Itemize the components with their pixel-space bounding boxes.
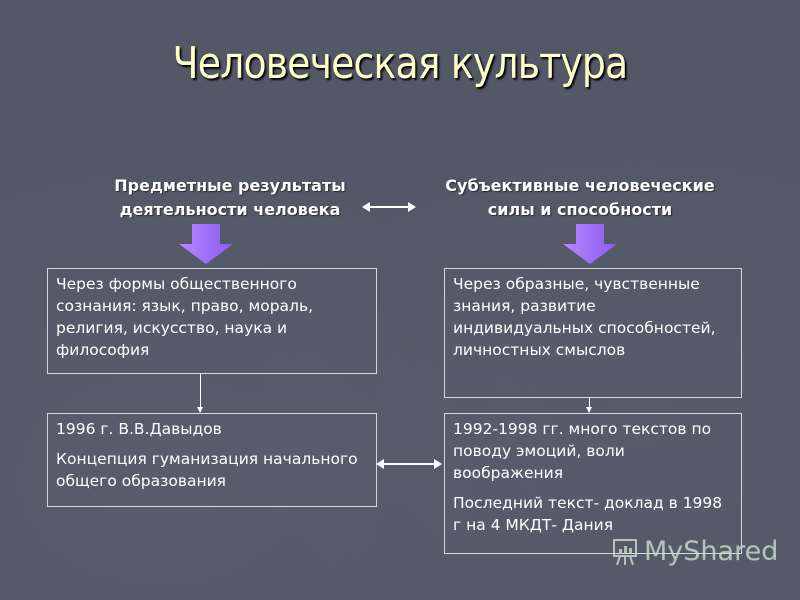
box-top-right-text: Через образные, чувственные знания, разв… (453, 275, 716, 359)
heading-right-line-1: Субъективные человеческие (445, 176, 715, 195)
slide-title: Человеческая культура (172, 38, 629, 89)
heading-objective-results: Предметные результаты деятельности челов… (70, 174, 390, 222)
box-davydov-concept: 1996 г. В.В.Давыдов Концепция гуманизаци… (47, 413, 377, 507)
heading-right-line-2: силы и способности (487, 200, 673, 219)
arrow-down-right-icon (586, 398, 592, 413)
myshared-watermark: MyShared (612, 536, 778, 567)
box-bottom-left-line-2: Концепция гуманизация начального общего … (56, 450, 358, 490)
box-social-consciousness: Через формы общественного сознания: язык… (47, 268, 377, 374)
heading-left-line-2: деятельности человека (119, 200, 341, 219)
double-arrow-headings-icon (362, 202, 416, 212)
block-arrow-down-left-icon (179, 224, 233, 264)
heading-left-line-1: Предметные результаты (114, 176, 346, 195)
box-top-left-text: Через формы общественного сознания: язык… (56, 275, 314, 359)
box-sensory-knowledge: Через образные, чувственные знания, разв… (444, 268, 742, 398)
presentation-board-icon (613, 538, 637, 565)
double-arrow-bottom-boxes-icon (376, 459, 442, 469)
block-arrow-down-right-icon (563, 224, 617, 264)
heading-subjective-forces: Субъективные человеческие силы и способн… (420, 174, 740, 222)
arrow-down-left-icon (197, 374, 203, 413)
box-bottom-left-line-1: 1996 г. В.В.Давыдов (56, 420, 222, 438)
box-emotions-texts: 1992-1998 гг. много текстов по поводу эм… (444, 413, 742, 554)
box-bottom-right-line-2: Последний текст- доклад в 1998 г на 4 МК… (453, 494, 723, 534)
watermark-label: MyShared (644, 536, 779, 567)
box-bottom-right-line-1: 1992-1998 гг. много текстов по поводу эм… (453, 420, 712, 482)
